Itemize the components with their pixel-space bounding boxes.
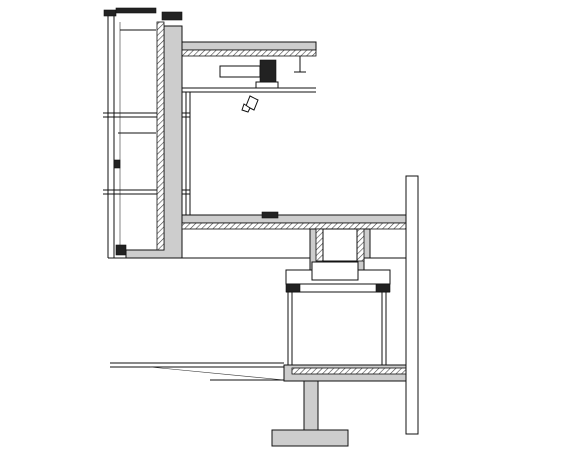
wall-insulation-layer (156, 21, 165, 251)
main-floor-slab (181, 211, 419, 259)
column-footing (271, 429, 349, 447)
suspended-ceiling (182, 56, 316, 215)
window-head-frame (285, 261, 391, 293)
right-facade-panel (405, 175, 419, 435)
ceiling-light-fixture (219, 59, 279, 113)
window-glazing (287, 292, 387, 365)
lower-ground-slab (110, 362, 285, 381)
upper-floor-slab (181, 41, 317, 57)
window-sill-slab (283, 364, 419, 382)
downstand-beam (309, 228, 371, 271)
column-pier (303, 380, 319, 432)
